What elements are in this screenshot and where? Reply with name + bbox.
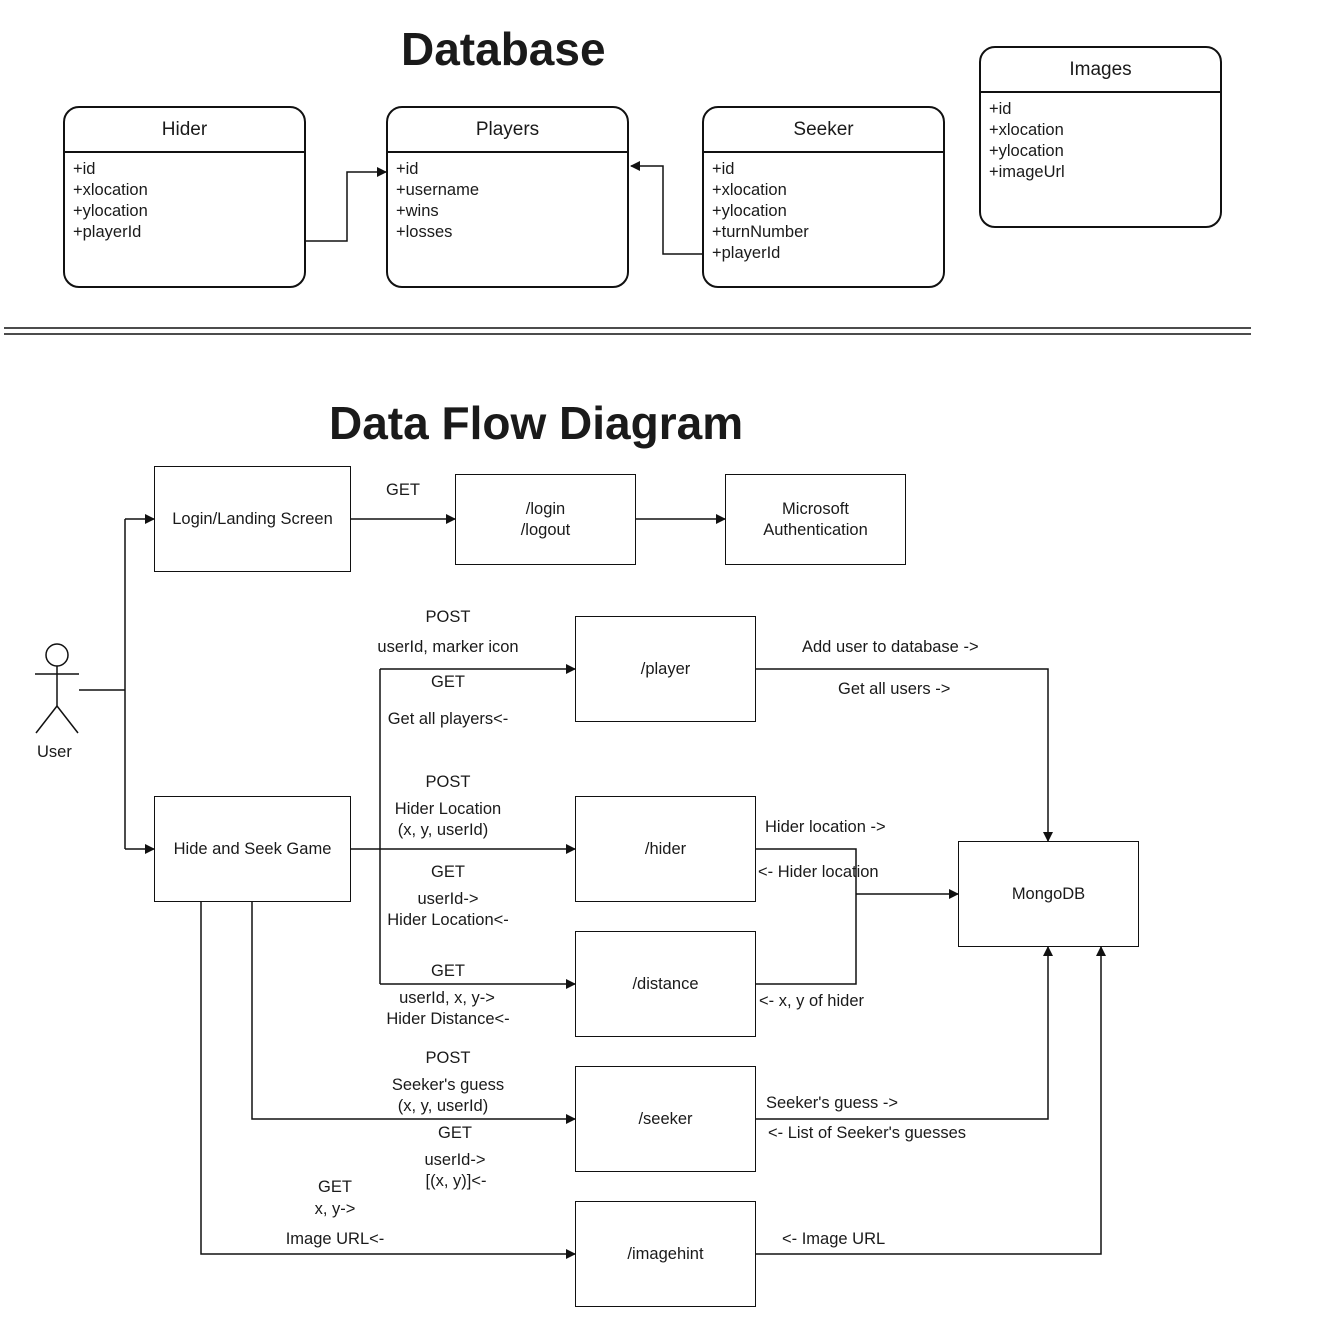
- image-db-in-label: <- Image URL: [782, 1230, 886, 1248]
- field: +ylocation: [712, 202, 787, 220]
- distance-get-label: GET: [431, 962, 465, 980]
- entity-seeker-fields: +id +xlocation +ylocation +turnNumber +p…: [712, 159, 943, 264]
- entity-hider-fields: +id +xlocation +ylocation +playerId: [73, 159, 304, 243]
- database-title: Database: [401, 23, 606, 75]
- hider-endpoint-box: /hider: [575, 796, 756, 902]
- login-get-label: GET: [386, 481, 420, 499]
- imagehint-endpoint-box: /imagehint: [575, 1201, 756, 1307]
- field: +turnNumber: [712, 223, 809, 241]
- user-actor-icon: [35, 643, 79, 734]
- entity-players-name: Players: [388, 108, 627, 153]
- hider-get-label: GET: [431, 863, 465, 881]
- ms-auth-label-2: Authentication: [763, 520, 868, 539]
- entity-images-fields: +id +xlocation +ylocation +imageUrl: [989, 99, 1220, 183]
- seeker-post-body-2: (x, y, userId): [397, 1097, 489, 1115]
- seeker-endpoint-label: /seeker: [638, 1109, 693, 1128]
- player-db-get-label: Get all users ->: [838, 680, 951, 698]
- seeker-players-relation: [630, 161, 702, 255]
- user-actor-label: User: [37, 743, 72, 761]
- player-get-body: Get all players<-: [387, 710, 509, 728]
- hider-db-out-label: Hider location ->: [765, 818, 886, 836]
- field: +ylocation: [989, 142, 1064, 160]
- image-get-body-1: x, y->: [314, 1200, 356, 1218]
- field: +xlocation: [712, 181, 787, 199]
- seeker-get-body-2: [(x, y)]<-: [425, 1172, 487, 1190]
- seeker-get-label: GET: [438, 1124, 472, 1142]
- hider-db-in-label: <- Hider location: [758, 863, 879, 881]
- hider-post-body-2: (x, y, userId): [397, 821, 489, 839]
- image-get-label: GET: [318, 1178, 352, 1196]
- player-endpoint-box: /player: [575, 616, 756, 722]
- field: +losses: [396, 223, 453, 241]
- dataflow-title: Data Flow Diagram: [329, 397, 744, 449]
- hider-post-label: POST: [425, 773, 471, 791]
- hider-players-relation: [306, 167, 387, 242]
- player-endpoint-label: /player: [640, 659, 691, 678]
- player-db-add-label: Add user to database ->: [802, 638, 979, 656]
- game-to-seeker: [251, 902, 576, 1124]
- player-get-label: GET: [431, 673, 465, 691]
- field: +id: [73, 160, 96, 178]
- field: +playerId: [712, 244, 781, 262]
- login-endpoint-label: /login: [525, 499, 566, 518]
- entity-seeker: Seeker +id +xlocation +ylocation +turnNu…: [702, 106, 945, 288]
- field: +xlocation: [73, 181, 148, 199]
- game-label: Hide and Seek Game: [173, 839, 332, 858]
- hider-endpoint-label: /hider: [644, 839, 687, 858]
- seeker-post-body-1: Seeker's guess: [391, 1076, 505, 1094]
- login-screen-label: Login/Landing Screen: [172, 509, 333, 528]
- logout-endpoint-label: /logout: [520, 520, 571, 539]
- seeker-db-out-label: Seeker's guess ->: [766, 1094, 899, 1112]
- player-post-label: POST: [425, 608, 471, 626]
- distance-get-body-2: Hider Distance<-: [386, 1010, 510, 1028]
- entity-seeker-name: Seeker: [704, 108, 943, 153]
- entity-hider-name: Hider: [65, 108, 304, 153]
- field: +playerId: [73, 223, 142, 241]
- field: +id: [989, 100, 1012, 118]
- mongodb-box: MongoDB: [958, 841, 1139, 947]
- field: +wins: [396, 202, 439, 220]
- seeker-get-body-1: userId->: [424, 1151, 486, 1169]
- imagehint-to-mongodb: [756, 946, 1106, 1255]
- field: +username: [396, 181, 480, 199]
- field: +ylocation: [73, 202, 148, 220]
- field: +id: [396, 160, 419, 178]
- imagehint-endpoint-label: /imagehint: [627, 1244, 704, 1263]
- player-to-mongodb: [756, 668, 1053, 842]
- seeker-endpoint-box: /seeker: [575, 1066, 756, 1172]
- login-endpoint-box: /login /logout: [455, 474, 636, 565]
- distance-get-body-1: userId, x, y->: [399, 989, 495, 1007]
- seeker-post-label: POST: [425, 1049, 471, 1067]
- entity-hider: Hider +id +xlocation +ylocation +playerI…: [63, 106, 306, 288]
- image-get-body-2: Image URL<-: [285, 1230, 385, 1248]
- seeker-db-in-label: <- List of Seeker's guesses: [768, 1124, 967, 1142]
- game-box: Hide and Seek Game: [154, 796, 351, 902]
- mongodb-label: MongoDB: [1011, 884, 1086, 903]
- entity-images-name: Images: [981, 48, 1220, 93]
- entity-players: Players +id +username +wins +losses: [386, 106, 629, 288]
- ms-auth-box: Microsoft Authentication: [725, 474, 906, 565]
- ms-auth-label-1: Microsoft: [782, 499, 849, 518]
- player-post-body: userId, marker icon: [377, 638, 519, 656]
- seeker-to-mongodb: [756, 946, 1053, 1120]
- login-screen-box: Login/Landing Screen: [154, 466, 351, 572]
- game-to-imagehint: [200, 902, 576, 1259]
- hider-post-body-1: Hider Location: [394, 800, 502, 818]
- field: +imageUrl: [989, 163, 1065, 181]
- distance-endpoint-label: /distance: [632, 974, 699, 993]
- entity-players-fields: +id +username +wins +losses: [396, 159, 627, 243]
- hider-to-mongodb: [756, 848, 857, 985]
- distance-db-in-label: <- x, y of hider: [759, 992, 865, 1010]
- field: +id: [712, 160, 735, 178]
- entity-images: Images +id +xlocation +ylocation +imageU…: [979, 46, 1222, 228]
- hider-get-body-2: Hider Location<-: [387, 911, 509, 929]
- hider-get-body-1: userId->: [417, 890, 479, 908]
- field: +xlocation: [989, 121, 1064, 139]
